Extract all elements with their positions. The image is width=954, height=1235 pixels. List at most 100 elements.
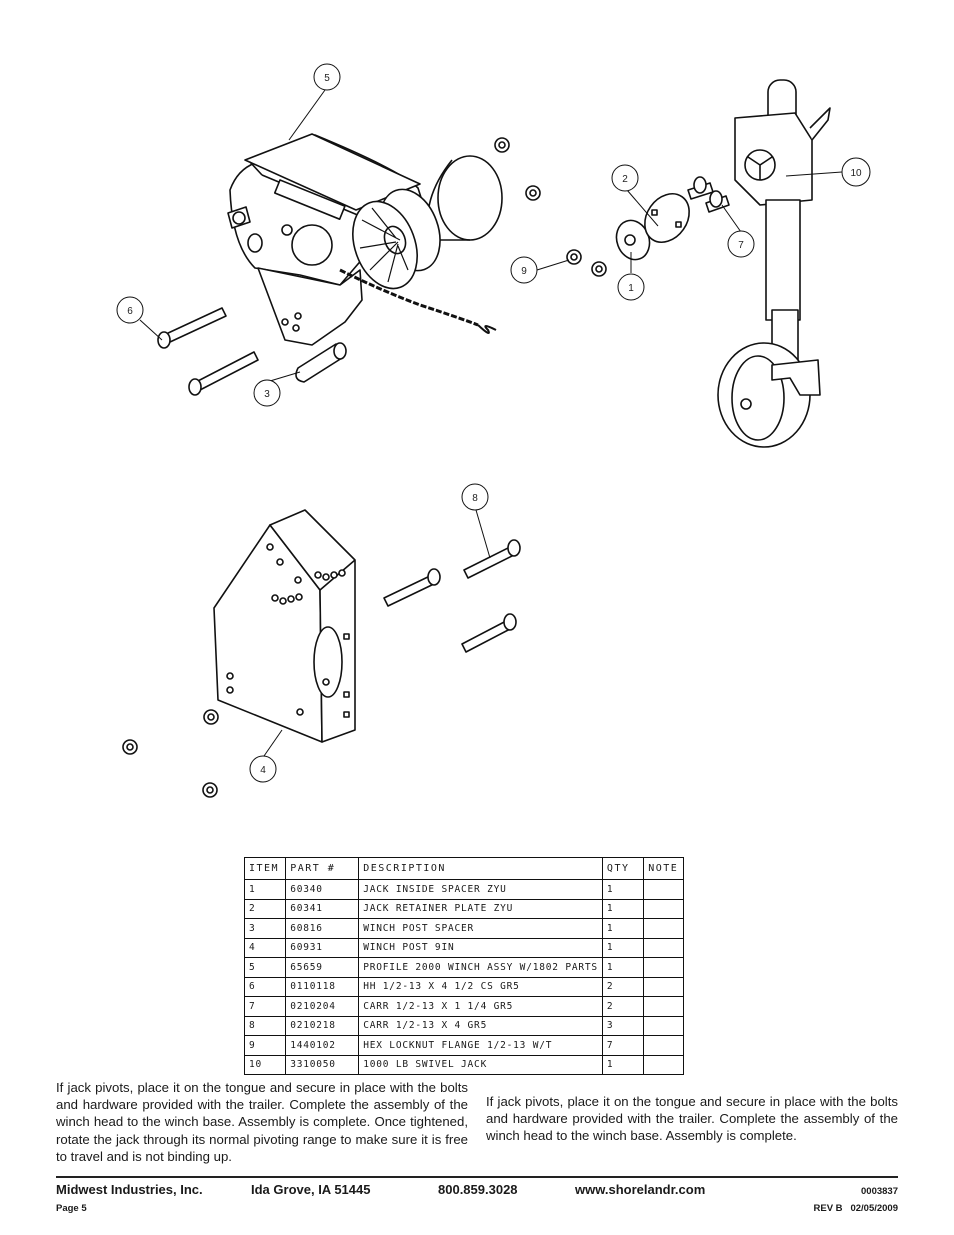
cell-description: 1000 LB SWIVEL JACK bbox=[358, 1054, 603, 1075]
cell-part: 60341 bbox=[285, 898, 360, 919]
cell-note bbox=[643, 1054, 684, 1075]
callout-4: 4 bbox=[249, 755, 277, 783]
cell-note bbox=[643, 1015, 684, 1036]
cell-note bbox=[643, 957, 684, 978]
cell-qty: 3 bbox=[601, 1015, 645, 1036]
header-item: ITEM bbox=[243, 857, 287, 880]
cell-item: 10 bbox=[243, 1054, 287, 1075]
svg-text:8: 8 bbox=[472, 493, 478, 504]
cell-note bbox=[643, 937, 684, 958]
instruction-note-right: If jack pivots, place it on the tongue a… bbox=[486, 1094, 898, 1144]
cell-note bbox=[643, 879, 684, 900]
cell-part: 60931 bbox=[285, 937, 360, 958]
callout-2: 2 bbox=[611, 164, 639, 192]
cell-item: 8 bbox=[243, 1015, 287, 1036]
svg-text:4: 4 bbox=[260, 765, 266, 776]
cell-description: CARR 1/2-13 X 1 1/4 GR5 bbox=[358, 996, 603, 1017]
cell-item: 7 bbox=[243, 996, 287, 1017]
cell-note bbox=[643, 898, 684, 919]
cell-note bbox=[643, 976, 684, 997]
cell-description: CARR 1/2-13 X 4 GR5 bbox=[358, 1015, 603, 1036]
svg-text:9: 9 bbox=[521, 266, 527, 277]
cell-item: 5 bbox=[243, 957, 287, 978]
cell-item: 4 bbox=[243, 937, 287, 958]
instruction-note-left: If jack pivots, place it on the tongue a… bbox=[56, 1080, 468, 1164]
cell-item: 3 bbox=[243, 918, 287, 939]
swivel-jack bbox=[717, 79, 831, 448]
cell-qty: 2 bbox=[601, 996, 645, 1017]
locknut-hardware bbox=[122, 137, 607, 798]
cell-part: 0210218 bbox=[285, 1015, 360, 1036]
footer-phone: 800.859.3028 bbox=[438, 1182, 518, 1197]
hex-bolts bbox=[157, 307, 347, 396]
callout-9: 9 bbox=[510, 256, 538, 284]
cell-item: 9 bbox=[243, 1035, 287, 1056]
cell-qty: 1 bbox=[601, 898, 645, 919]
cell-qty: 1 bbox=[601, 879, 645, 900]
cell-description: HEX LOCKNUT FLANGE 1/2-13 W/T bbox=[358, 1035, 603, 1056]
header-description: DESCRIPTION bbox=[358, 857, 603, 880]
cell-note bbox=[643, 996, 684, 1017]
callout-8: 8 bbox=[461, 483, 489, 511]
footer-revision: REV B 02/05/2009 bbox=[813, 1203, 899, 1214]
cell-description: JACK INSIDE SPACER ZYU bbox=[358, 879, 603, 900]
cell-part: 1440102 bbox=[285, 1035, 360, 1056]
cell-description: JACK RETAINER PLATE ZYU bbox=[358, 898, 603, 919]
cell-description: WINCH POST 9IN bbox=[358, 937, 603, 958]
leader-lines bbox=[139, 89, 843, 757]
cell-part: 60816 bbox=[285, 918, 360, 939]
callout-3: 3 bbox=[253, 379, 281, 407]
svg-text:2: 2 bbox=[622, 174, 628, 185]
callout-bubbles: 5 2 10 7 9 1 6 3 8 4 bbox=[116, 63, 871, 783]
cell-part: 0110118 bbox=[285, 976, 360, 997]
cell-part: 3310050 bbox=[285, 1054, 360, 1075]
cell-item: 1 bbox=[243, 879, 287, 900]
cell-qty: 1 bbox=[601, 937, 645, 958]
footer-website: www.shorelandr.com bbox=[575, 1182, 706, 1197]
callout-1: 1 bbox=[617, 273, 645, 301]
carriage-bolts-short bbox=[687, 176, 730, 213]
svg-text:1: 1 bbox=[628, 283, 634, 294]
cell-part: 60340 bbox=[285, 879, 360, 900]
svg-text:5: 5 bbox=[324, 73, 330, 84]
footer-divider bbox=[56, 1176, 898, 1178]
table-header-row: ITEM PART # DESCRIPTION QTY NOTE bbox=[243, 857, 684, 880]
cell-item: 2 bbox=[243, 898, 287, 919]
winch-assembly bbox=[227, 133, 503, 346]
svg-text:3: 3 bbox=[264, 389, 270, 400]
footer-city: Ida Grove, IA 51445 bbox=[251, 1182, 371, 1197]
cell-description: PROFILE 2000 WINCH ASSY W/1802 PARTS bbox=[358, 957, 603, 978]
svg-text:10: 10 bbox=[850, 168, 862, 179]
header-part-number: PART # bbox=[285, 857, 360, 880]
cell-note bbox=[643, 1035, 684, 1056]
footer-page-number: Page 5 bbox=[56, 1203, 87, 1214]
cell-part: 0210204 bbox=[285, 996, 360, 1017]
svg-text:7: 7 bbox=[738, 240, 744, 251]
footer-company: Midwest Industries, Inc. bbox=[56, 1182, 203, 1197]
carriage-bolts-long bbox=[383, 539, 521, 653]
cell-qty: 1 bbox=[601, 957, 645, 978]
cell-description: WINCH POST SPACER bbox=[358, 918, 603, 939]
cell-part: 65659 bbox=[285, 957, 360, 978]
cell-qty: 2 bbox=[601, 976, 645, 997]
callout-10: 10 bbox=[841, 157, 871, 187]
cell-description: HH 1/2-13 X 4 1/2 CS GR5 bbox=[358, 976, 603, 997]
header-note: NOTE bbox=[643, 857, 684, 880]
winch-post bbox=[213, 509, 356, 743]
svg-text:6: 6 bbox=[127, 306, 133, 317]
cell-qty: 1 bbox=[601, 1054, 645, 1075]
exploded-parts-diagram: 5 2 10 7 9 1 6 3 8 4 bbox=[116, 63, 871, 798]
cell-item: 6 bbox=[243, 976, 287, 997]
cell-note bbox=[643, 918, 684, 939]
cell-qty: 1 bbox=[601, 918, 645, 939]
